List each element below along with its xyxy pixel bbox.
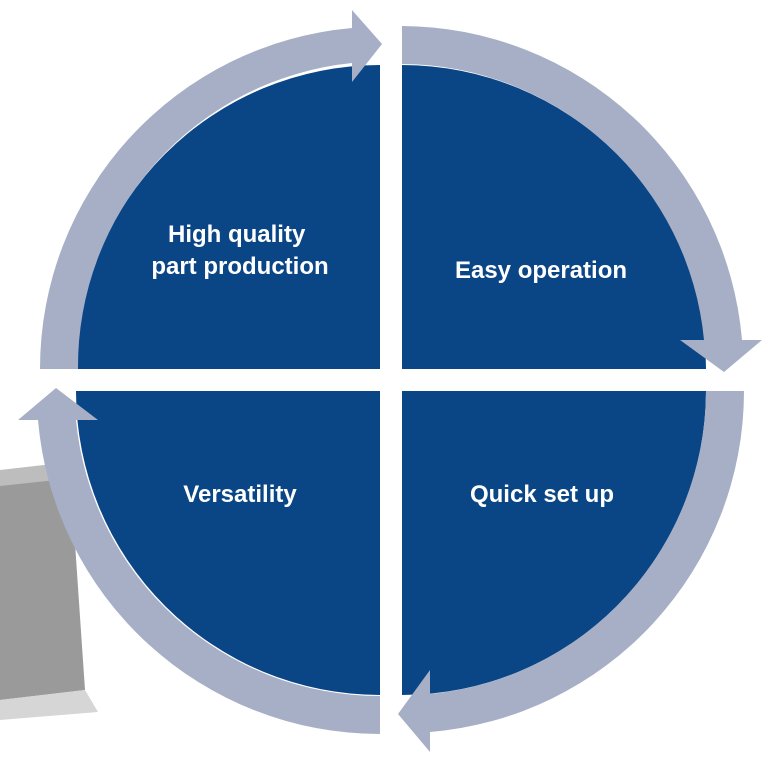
arrow-top-left: [39, 10, 383, 369]
label-top-left-line1: High quality: [168, 221, 306, 248]
quadrant-top-right: [402, 65, 706, 369]
label-top-left: High quality part production: [151, 221, 328, 280]
background-machine-photo: [0, 462, 98, 720]
arrow-top-right: [402, 26, 762, 372]
label-top-left-line2: part production: [151, 253, 328, 280]
quadrant-bottom-left: [76, 391, 380, 695]
label-top-right: Easy operation: [455, 257, 627, 284]
arrow-bottom-right: [398, 391, 744, 752]
arrow-bottom-left: [18, 388, 380, 735]
label-bottom-right: Quick set up: [470, 481, 614, 508]
label-bottom-right-line1: Quick set up: [470, 481, 614, 508]
quadrant-top-left: [76, 65, 380, 369]
label-bottom-left: Versatility: [183, 481, 297, 508]
label-bottom-left-line1: Versatility: [183, 481, 297, 508]
arrow-ring: [18, 10, 762, 752]
label-top-right-line1: Easy operation: [455, 257, 627, 284]
quadrant-bottom-right: [402, 391, 706, 695]
